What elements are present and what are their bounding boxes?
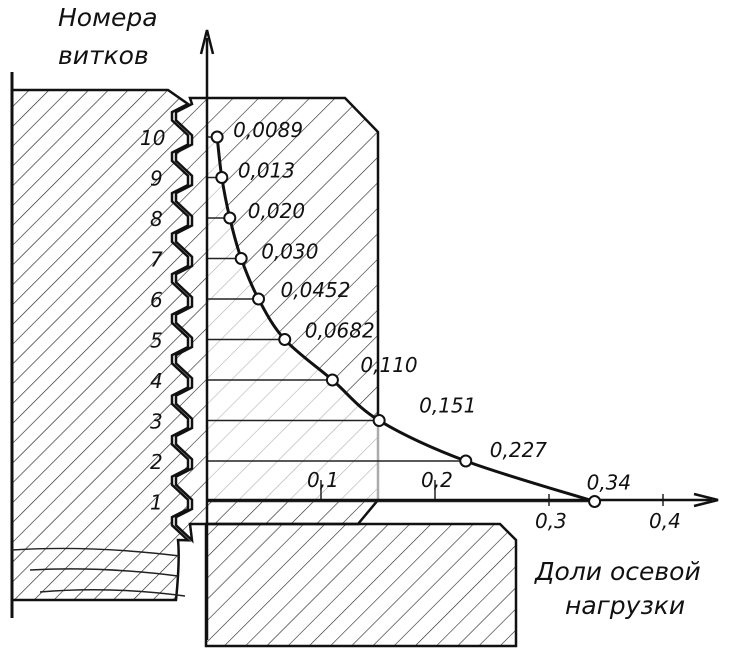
y-tick-label: 2 — [150, 450, 163, 474]
y-tick-label: 7 — [150, 248, 163, 272]
data-point — [252, 292, 266, 306]
y-tick-label: 10 — [140, 126, 165, 150]
data-point-label: 0,013 — [238, 159, 295, 183]
data-point — [223, 211, 237, 225]
data-point — [210, 130, 224, 144]
bolt-body — [10, 72, 192, 618]
data-point-label: 0,0089 — [233, 118, 303, 142]
x-tick-label: 0,1 — [307, 468, 339, 492]
y-axis-title-line-1: Номера — [58, 3, 158, 32]
y-tick-label: 5 — [150, 329, 163, 353]
y-tick-label: 4 — [150, 369, 163, 393]
data-point-label: 0,110 — [360, 353, 417, 377]
data-point-label: 0,0682 — [305, 319, 375, 343]
y-tick-labels: 1 2 3 4 5 6 7 8 9 10 — [140, 126, 165, 515]
data-point — [215, 171, 229, 184]
bolt-shank-break — [11, 547, 186, 597]
bolt-thread-section — [10, 88, 192, 602]
data-point — [325, 373, 339, 387]
y-axis-title-line-2: витков — [58, 41, 149, 70]
x-tick-label: 0,4 — [649, 509, 681, 533]
y-tick-label: 9 — [150, 167, 163, 191]
x-tick-label: 0,3 — [535, 509, 567, 533]
data-point-label: 0,0452 — [281, 278, 351, 302]
axes — [199, 29, 719, 640]
data-point — [588, 495, 602, 508]
y-tick-label: 3 — [150, 410, 163, 434]
x-tick-labels: 0,1 0,2 0,3 0,4 — [307, 468, 681, 533]
y-axis-arrow — [199, 29, 215, 55]
x-axis-title-line-2: нагрузки — [565, 591, 685, 620]
data-point-label: 0,151 — [419, 394, 476, 418]
x-axis-title-line-1: Доли осевой — [534, 557, 701, 586]
data-point — [372, 414, 386, 427]
load-area — [207, 137, 595, 502]
y-tick-label: 6 — [150, 288, 163, 312]
x-tick-label: 0,2 — [421, 468, 453, 492]
data-point — [278, 333, 292, 346]
data-point-label: 0,020 — [248, 199, 305, 223]
data-point — [234, 252, 248, 265]
data-point-label: 0,34 — [587, 471, 632, 495]
x-axis-arrow — [693, 492, 719, 508]
data-point — [459, 454, 473, 468]
data-point-label: 0,030 — [261, 240, 318, 264]
base-part-section — [204, 522, 518, 648]
data-points — [210, 130, 602, 508]
data-point-label: 0,227 — [490, 438, 548, 462]
y-tick-label: 1 — [150, 491, 163, 515]
load-curve — [215, 136, 596, 503]
y-tick-label: 8 — [150, 207, 163, 231]
